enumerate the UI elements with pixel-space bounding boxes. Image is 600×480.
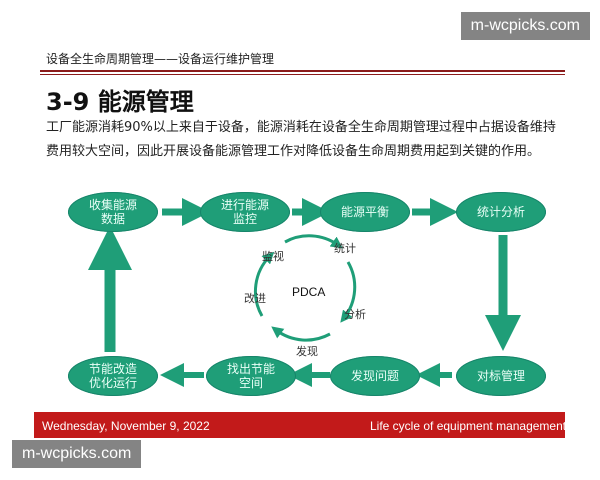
watermark-bottom: m-wcpicks.com <box>12 440 142 468</box>
node-collect-energy-data: 收集能源数据 <box>68 192 158 232</box>
watermark-top: m-wcpicks.com <box>460 12 590 40</box>
footer-date: Wednesday, November 9, 2022 <box>42 419 210 433</box>
node-benchmarking: 对标管理 <box>456 356 546 396</box>
node-retrofit-optimize: 节能改造优化运行 <box>68 356 158 396</box>
node-energy-monitoring: 进行能源监控 <box>200 192 290 232</box>
pdca-label-improve: 改进 <box>244 292 266 305</box>
footer-caption: Life cycle of equipment management <box>370 419 567 433</box>
header-rule-thin <box>40 74 565 75</box>
node-find-problems: 发现问题 <box>330 356 420 396</box>
slide-header: 设备全生命周期管理——设备运行维护管理 <box>46 52 275 66</box>
pdca-arc-top <box>284 234 343 249</box>
pdca-arc-left <box>253 251 275 317</box>
pdca-arc-bottom <box>271 326 331 342</box>
header-rule <box>40 70 565 72</box>
node-energy-balance: 能源平衡 <box>320 192 410 232</box>
pdca-label-analysis: 分析 <box>344 308 366 321</box>
footer-bar <box>34 412 565 438</box>
node-statistical-analysis: 统计分析 <box>456 192 546 232</box>
pdca-label-monitor: 监视 <box>262 250 284 263</box>
pdca-label-discover: 发现 <box>296 345 318 358</box>
slide-title: 3-9 能源管理 <box>46 88 194 116</box>
pdca-center-label: PDCA <box>292 285 326 299</box>
node-find-saving-space: 找出节能空间 <box>206 356 296 396</box>
pdca-arc-right <box>340 261 357 323</box>
pdca-label-statistics: 统计 <box>334 242 356 255</box>
intro-paragraph: 工厂能源消耗90%以上来自于设备，能源消耗在设备全生命周期管理过程中占据设备维持… <box>46 120 556 159</box>
